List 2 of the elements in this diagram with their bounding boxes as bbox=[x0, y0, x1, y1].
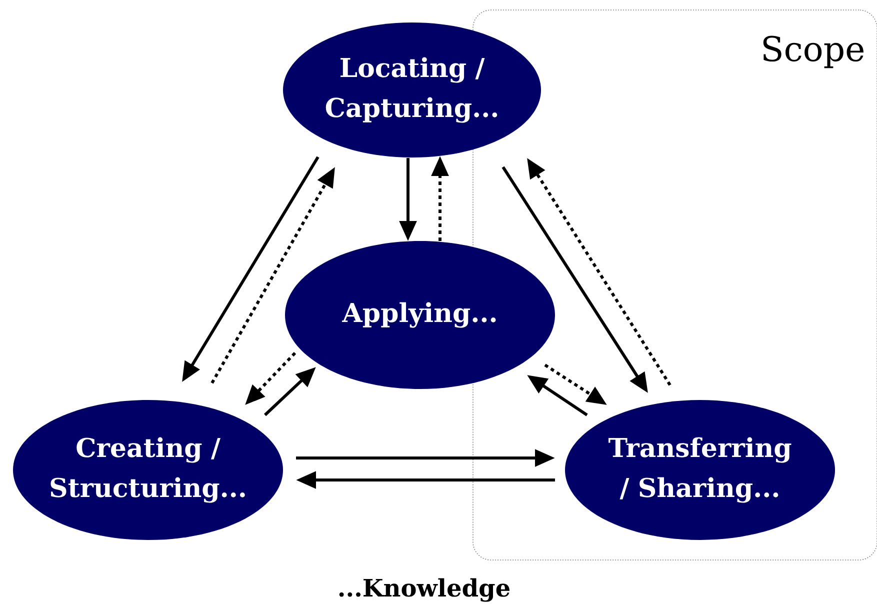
scope-label: Scope bbox=[763, 36, 864, 68]
caption: ...Knowledge bbox=[339, 578, 510, 602]
